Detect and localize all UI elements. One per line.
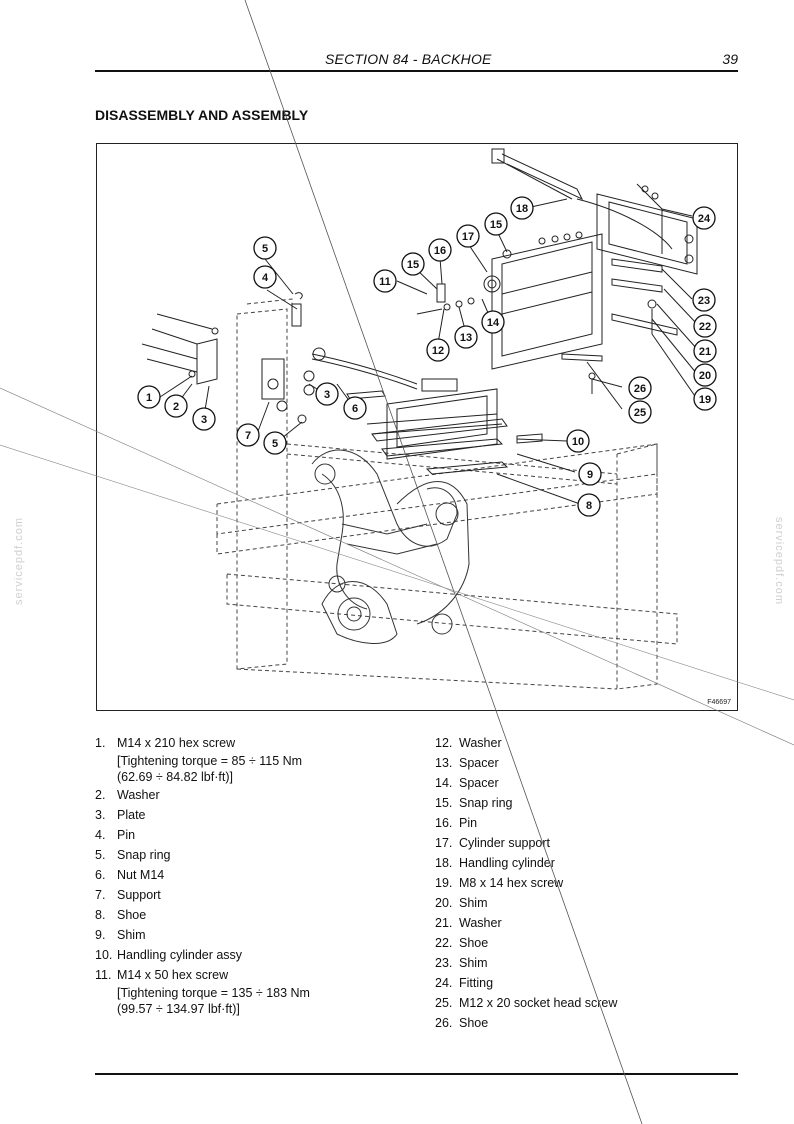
list-item: 16.Pin bbox=[435, 816, 478, 830]
callout-3b: 3 bbox=[324, 389, 330, 401]
watermark-left: servicepdf.com bbox=[12, 517, 25, 605]
callout-4: 4 bbox=[262, 272, 269, 284]
list-item: 23.Shim bbox=[435, 956, 488, 970]
callout-9: 9 bbox=[587, 469, 593, 481]
callout-14: 14 bbox=[487, 317, 500, 329]
callout-8: 8 bbox=[586, 500, 592, 512]
callout-21: 21 bbox=[699, 346, 711, 358]
list-item: 11. M14 x 50 hex screw [Tightening torqu… bbox=[95, 968, 310, 1016]
page-header: SECTION 84 - BACKHOE 39 bbox=[95, 48, 738, 72]
callout-15: 15 bbox=[407, 259, 419, 271]
callout-23: 23 bbox=[698, 295, 710, 307]
list-item: 5.Snap ring bbox=[95, 848, 171, 862]
callout-7: 7 bbox=[245, 430, 251, 442]
callout-5: 5 bbox=[262, 243, 268, 255]
callout-10: 10 bbox=[572, 436, 584, 448]
list-item: 8.Shoe bbox=[95, 908, 147, 922]
page-heading: DISASSEMBLY AND ASSEMBLY bbox=[95, 107, 309, 123]
parts-list-right: 12.Washer 13.Spacer 14.Spacer 15.Snap ri… bbox=[435, 733, 735, 1033]
list-item: 3.Plate bbox=[95, 808, 146, 822]
list-item: 12.Washer bbox=[435, 736, 502, 750]
callout-12: 12 bbox=[432, 345, 444, 357]
list-item: 4.Pin bbox=[95, 828, 136, 842]
list-item: 2.Washer bbox=[95, 788, 160, 802]
callout-18: 18 bbox=[516, 203, 528, 215]
list-item: 9.Shim bbox=[95, 928, 146, 942]
list-item: 14.Spacer bbox=[435, 776, 499, 790]
callout-25: 25 bbox=[634, 407, 646, 419]
figure-code: F46697 bbox=[707, 699, 731, 706]
page-number: 39 bbox=[722, 51, 738, 67]
callout-22: 22 bbox=[699, 321, 711, 333]
footer-rule bbox=[95, 1073, 738, 1075]
exploded-diagram: 1 2 3 4 5 3 6 7 5 8 9 10 11 12 13 14 15 … bbox=[96, 143, 738, 711]
list-item: 19.M8 x 14 hex screw bbox=[435, 876, 564, 890]
exploded-diagram-drawing: 1 2 3 4 5 3 6 7 5 8 9 10 11 12 13 14 15 … bbox=[137, 148, 717, 690]
section-title: SECTION 84 - BACKHOE bbox=[325, 51, 492, 67]
callout-13: 13 bbox=[460, 332, 472, 344]
list-item: 18.Handling cylinder bbox=[435, 856, 555, 870]
list-item: 26.Shoe bbox=[435, 1016, 489, 1030]
callout-15b: 15 bbox=[490, 219, 502, 231]
list-item: 15.Snap ring bbox=[435, 796, 513, 810]
list-item: 25.M12 x 20 socket head screw bbox=[435, 996, 618, 1010]
list-item: 1. M14 x 210 hex screw [Tightening torqu… bbox=[95, 736, 303, 784]
callout-26: 26 bbox=[634, 383, 646, 395]
callout-20: 20 bbox=[699, 370, 711, 382]
list-item: 24.Fitting bbox=[435, 976, 494, 990]
list-item: 21.Washer bbox=[435, 916, 502, 930]
list-item: 13.Spacer bbox=[435, 756, 499, 770]
callout-2: 2 bbox=[173, 401, 179, 413]
callout-5b: 5 bbox=[272, 438, 278, 450]
callout-16: 16 bbox=[434, 245, 446, 257]
parts-list-left: 1. M14 x 210 hex screw [Tightening torqu… bbox=[95, 733, 395, 1017]
list-item: 7.Support bbox=[95, 888, 161, 902]
callout-24: 24 bbox=[698, 213, 711, 225]
callout-1: 1 bbox=[146, 392, 152, 404]
callout-11: 11 bbox=[379, 276, 391, 288]
list-item: 20.Shim bbox=[435, 896, 488, 910]
callout-3: 3 bbox=[201, 414, 207, 426]
list-item: 22.Shoe bbox=[435, 936, 489, 950]
watermark-right: servicepdf.com bbox=[772, 517, 785, 605]
callout-17: 17 bbox=[462, 231, 474, 243]
list-item: 10.Handling cylinder assy bbox=[95, 948, 243, 962]
list-item: 6.Nut M14 bbox=[95, 868, 165, 882]
callout-19: 19 bbox=[699, 394, 711, 406]
list-item: 17.Cylinder support bbox=[435, 836, 551, 850]
callout-6: 6 bbox=[352, 403, 358, 415]
